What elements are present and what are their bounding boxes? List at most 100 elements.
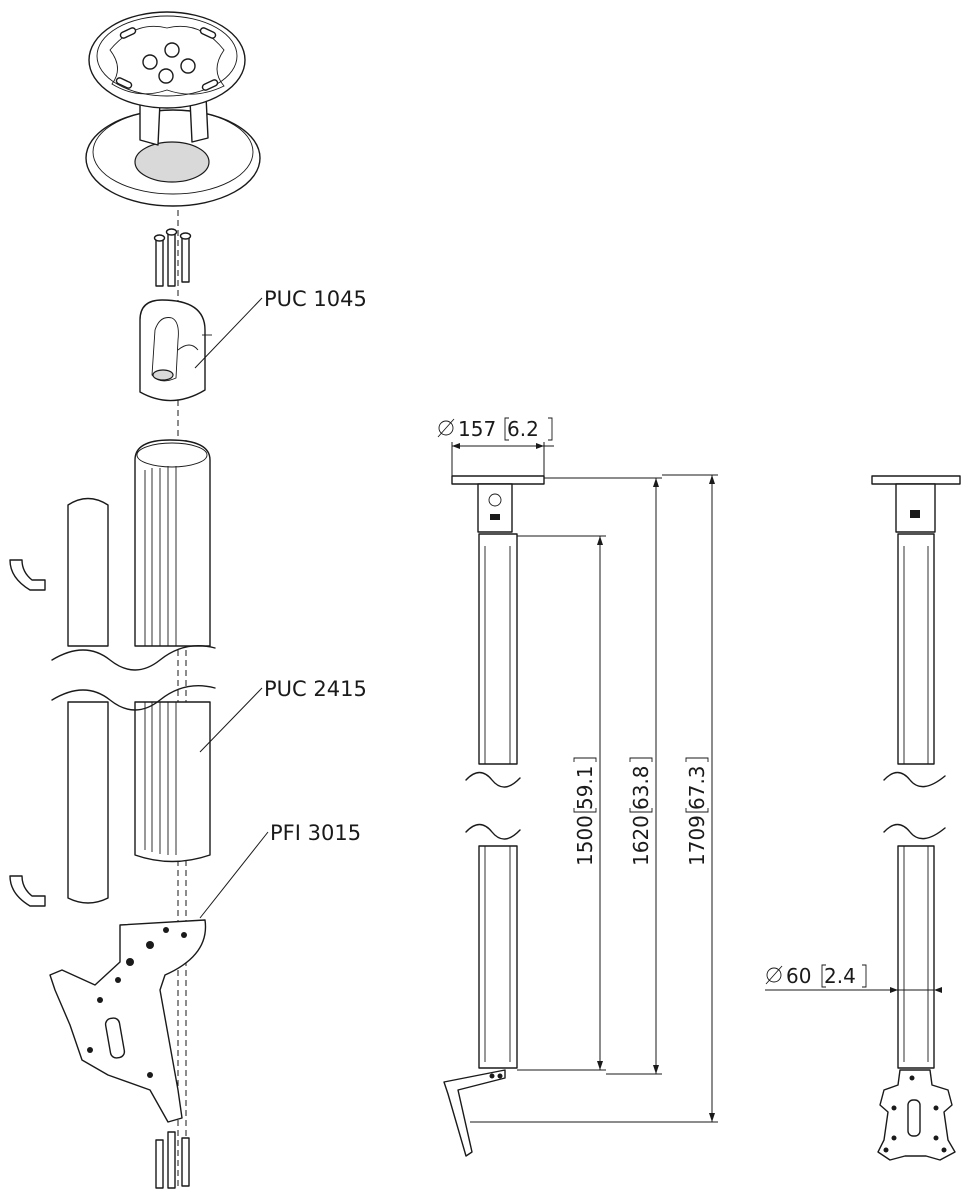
interface-hole-8 bbox=[147, 1072, 153, 1078]
cable-clips bbox=[9, 559, 46, 907]
top-plate-cross bbox=[109, 25, 225, 95]
bracket-open bbox=[821, 964, 826, 988]
break-marks bbox=[51, 645, 216, 711]
dim-plate-in: 6.2 bbox=[507, 417, 539, 441]
dim-tube-mm: 60 bbox=[786, 964, 811, 988]
interface-plate bbox=[49, 919, 207, 1123]
front-interface-hole-7 bbox=[941, 1147, 947, 1153]
top-plate-rim bbox=[96, 15, 238, 97]
bolt-3 bbox=[181, 235, 190, 283]
dim-plate-arrow-right bbox=[536, 443, 544, 449]
diameter-symbol-icon bbox=[438, 420, 454, 436]
dim-tube-diameter-label: 60 2.4 bbox=[765, 964, 867, 988]
dim-1709-mm: 1709 bbox=[685, 815, 709, 866]
dim-plate-arrow-left bbox=[452, 443, 460, 449]
front-interface-hole-1 bbox=[909, 1075, 915, 1081]
front-interface-hole-5 bbox=[933, 1135, 939, 1141]
bracket-open bbox=[629, 808, 653, 813]
bolt-1-head bbox=[153, 234, 166, 242]
bolt-2 bbox=[167, 231, 176, 287]
bracket-close bbox=[862, 964, 867, 988]
dim-1620-label: 1620 63.8 bbox=[629, 757, 653, 866]
plate-slot-4 bbox=[201, 79, 219, 91]
dim-1500-mm: 1500 bbox=[573, 815, 597, 866]
plate-knob-1 bbox=[142, 54, 158, 70]
leader-ceiling-plate bbox=[194, 297, 263, 369]
break-line-bottom bbox=[51, 685, 216, 711]
dim-1500-in: 59.1 bbox=[573, 765, 597, 810]
front-tube-lower bbox=[897, 845, 935, 1069]
bracket-open bbox=[573, 808, 597, 813]
dim-1709-arrow-bottom bbox=[709, 1113, 715, 1122]
plate-knob-2 bbox=[164, 42, 180, 58]
front-connector bbox=[895, 483, 936, 533]
exploded-view: PUC 1045 PUC 2415 PFI 3015 bbox=[9, 11, 367, 1190]
dim-1500-arrow-bottom bbox=[597, 1061, 603, 1070]
front-connector-mark bbox=[910, 510, 920, 518]
connector-part bbox=[139, 299, 212, 402]
front-interface-hole-4 bbox=[891, 1135, 897, 1141]
bottom-bolt-2 bbox=[167, 1131, 176, 1189]
front-interface-hole-6 bbox=[883, 1147, 889, 1153]
dim-tube-arrow-right bbox=[934, 987, 942, 993]
dim-1709-label: 1709 67.3 bbox=[685, 757, 709, 866]
front-interface-hole-3 bbox=[933, 1105, 939, 1111]
tube-part bbox=[134, 439, 211, 863]
tube-top-opening bbox=[136, 442, 208, 468]
bracket-close bbox=[685, 757, 709, 762]
side-break-1 bbox=[465, 771, 521, 788]
dim-1620-arrow-bottom bbox=[653, 1065, 659, 1074]
cover-upper bbox=[67, 497, 109, 647]
dim-1620-arrow-top bbox=[653, 478, 659, 487]
ceiling-plate-assembly bbox=[85, 11, 261, 207]
plate-slot-2 bbox=[199, 27, 217, 39]
connector-body bbox=[139, 299, 206, 402]
diameter-symbol-icon bbox=[766, 967, 782, 983]
base-ring-inner bbox=[92, 109, 254, 195]
interface-hole-2 bbox=[181, 932, 187, 938]
side-ceiling-plate bbox=[451, 475, 545, 485]
leader-interface bbox=[199, 831, 269, 919]
top-bolts bbox=[153, 228, 192, 287]
interface-hole-6 bbox=[97, 997, 103, 1003]
dim-1620-mm: 1620 bbox=[629, 815, 653, 866]
plate-knob-3 bbox=[180, 58, 196, 74]
dim-1620-in: 63.8 bbox=[629, 765, 653, 810]
plate-slot-3 bbox=[115, 77, 133, 89]
bolt-3-head bbox=[179, 232, 192, 240]
tube-upper bbox=[134, 439, 211, 647]
front-tube-upper bbox=[897, 533, 935, 765]
diameter-symbol-slash bbox=[437, 418, 455, 438]
leader-lines bbox=[194, 297, 269, 919]
side-bottom-bracket bbox=[443, 1069, 506, 1157]
front-break-2 bbox=[883, 823, 946, 840]
clip-lower bbox=[9, 875, 46, 907]
side-break-2 bbox=[465, 823, 521, 840]
dim-tube-arrow-left bbox=[890, 987, 898, 993]
dim-1500-arrow-top bbox=[597, 536, 603, 545]
dim-1500-label: 1500 59.1 bbox=[573, 757, 597, 866]
base-ring-hole bbox=[134, 141, 210, 183]
bracket-close bbox=[629, 757, 653, 762]
leader-tube bbox=[199, 687, 263, 753]
interface-hole-7 bbox=[87, 1047, 93, 1053]
dim-1709-in: 67.3 bbox=[685, 765, 709, 810]
dim-1709-arrow-top bbox=[709, 475, 715, 484]
interface-plate-part bbox=[49, 919, 207, 1123]
interface-hole-4 bbox=[126, 958, 134, 966]
interface-hole-5 bbox=[115, 977, 121, 983]
label-interface: PFI 3015 bbox=[270, 821, 361, 845]
side-connector bbox=[477, 483, 513, 533]
connector-lug bbox=[177, 344, 199, 351]
interface-hole-1 bbox=[163, 927, 169, 933]
front-ceiling-plate bbox=[871, 475, 961, 485]
label-tube: PUC 2415 bbox=[264, 677, 367, 701]
side-bracket-screw-1 bbox=[489, 1073, 495, 1079]
side-connector-hole bbox=[488, 493, 502, 507]
bracket-close bbox=[548, 417, 553, 441]
interface-hole-3 bbox=[146, 941, 154, 949]
bracket-open bbox=[504, 417, 509, 441]
connector-hole bbox=[152, 369, 174, 381]
tube-lower bbox=[134, 701, 211, 863]
